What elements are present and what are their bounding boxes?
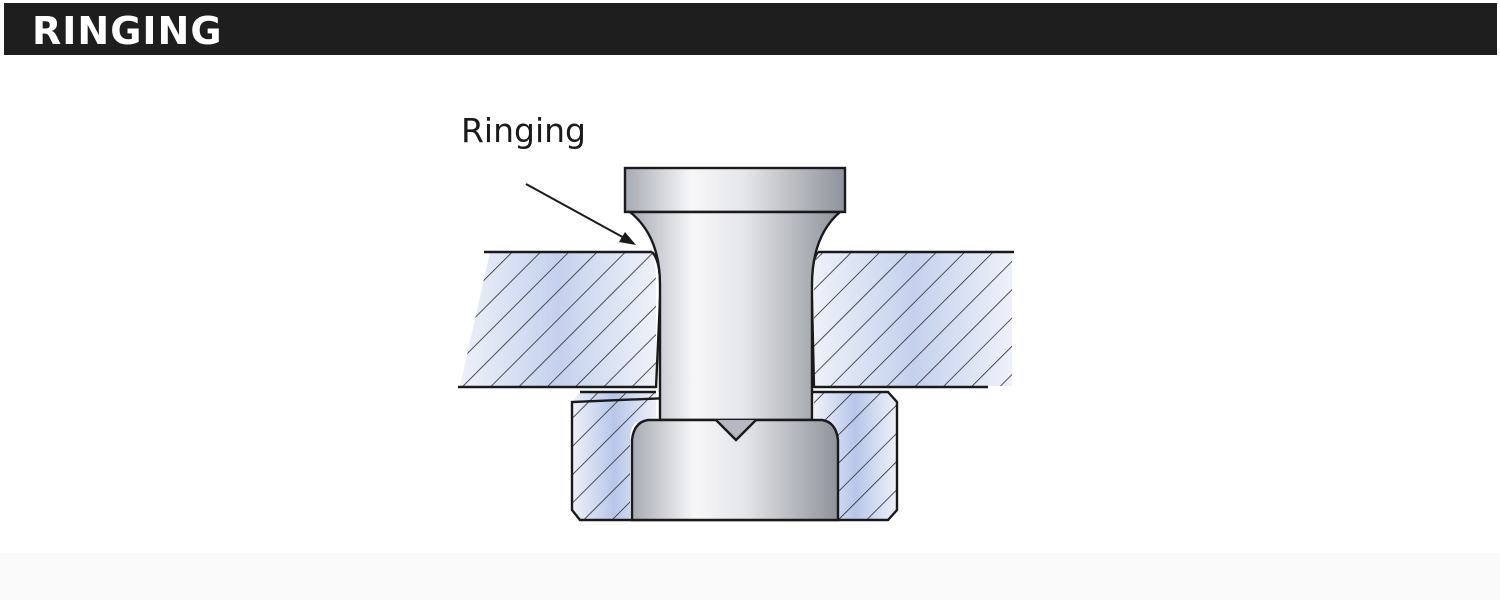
header-bar: RINGING: [4, 3, 1497, 55]
pin: [623, 166, 847, 522]
left-plate-section: [460, 252, 656, 386]
arrow-pointer-icon: [525, 183, 636, 245]
callout-label-ringing: Ringing: [461, 111, 586, 150]
collar-section: [570, 390, 899, 522]
right-plate-section: [814, 252, 1012, 386]
page-title: RINGING: [32, 9, 223, 53]
footer-band: [0, 553, 1500, 600]
